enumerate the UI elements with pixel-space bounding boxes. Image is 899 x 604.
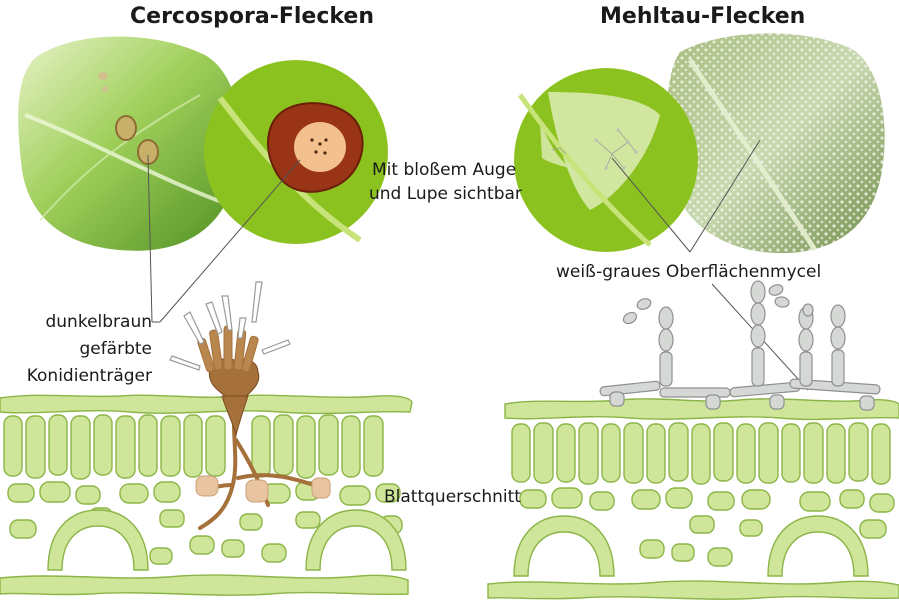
cercospora-photo xyxy=(18,36,241,251)
mildew-mycelium xyxy=(599,280,881,411)
label-conidia-line2: gefärbte xyxy=(79,339,152,359)
label-visible-line2: und Lupe sichtbar xyxy=(369,184,522,204)
label-visible-line1: Mit bloßem Auge xyxy=(372,160,517,180)
cercospora-infected-cells xyxy=(195,475,331,503)
cercospora-magnified-circle xyxy=(204,60,388,244)
left-leaf-section xyxy=(0,394,413,596)
title-mildew: Mehltau-Flecken xyxy=(600,4,806,29)
conidia xyxy=(169,281,291,371)
label-section: Blattquerschnitt xyxy=(384,487,521,507)
conidiophores xyxy=(197,325,259,373)
mildew-photo xyxy=(666,33,885,254)
right-leaf-section xyxy=(487,398,899,600)
label-conidia-line3: Konidienträger xyxy=(26,366,152,386)
mildew-spot xyxy=(548,92,660,210)
label-mycel: weiß-graues Oberflächenmycel xyxy=(556,262,822,282)
mildew-magnified-circle xyxy=(514,68,698,252)
left-pointer-lines xyxy=(147,154,301,323)
label-conidia-line1: dunkelbraun xyxy=(45,312,152,332)
title-cercospora: Cercospora-Flecken xyxy=(130,4,375,29)
